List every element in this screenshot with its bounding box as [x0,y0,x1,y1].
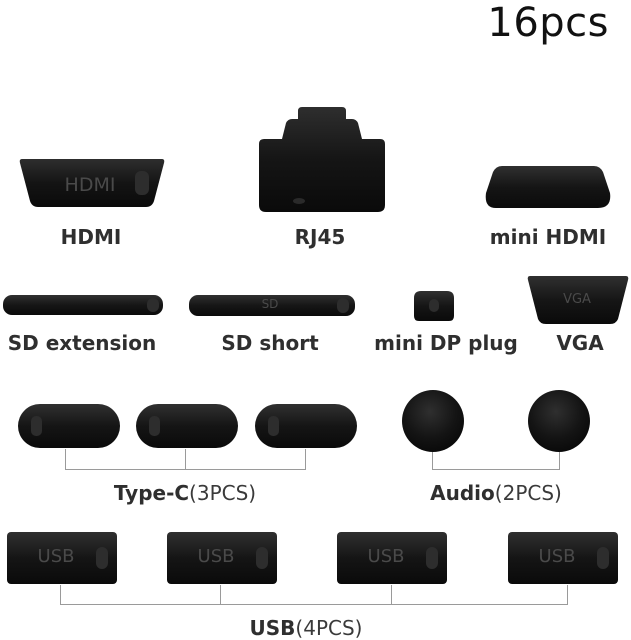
sd-short-plug-image [189,295,355,316]
usb-name: USB [249,616,296,640]
mini-dp-label: mini DP plug [374,331,518,355]
type-c-plug-1 [18,404,120,448]
hdmi-label: HDMI [60,225,122,249]
usb-bracket [60,585,568,605]
usb-quantity: (4PCS) [295,616,363,640]
rj45-plug-image [259,107,385,212]
usb-embossed-text-3: USB [367,546,405,567]
sd-extension-label: SD extension [7,331,157,355]
type-c-quantity: (3PCS) [189,481,257,505]
audio-label: Audio(2PCS) [430,481,562,505]
mini-hdmi-label: mini HDMI [489,225,607,249]
sd-extension-plug-image [3,295,163,315]
usb-plug-3 [337,532,447,584]
usb-embossed-text-2: USB [197,546,235,567]
usb-plug-4 [508,532,618,584]
type-c-label: Type-C(3PCS) [114,481,256,505]
usb-embossed-text-4: USB [538,546,576,567]
type-c-name: Type-C [113,481,190,505]
rj45-label: RJ45 [294,225,346,249]
usb-plug-1 [7,532,117,584]
vga-embossed-text: VGA [563,292,591,307]
type-c-plug-2 [136,404,238,448]
sd-short-embossed-text: SD [261,297,279,311]
hdmi-embossed-text: HDMI [64,174,116,196]
usb-bracket-stem-2 [220,585,221,605]
type-c-bracket-middle [185,449,186,470]
usb-label: USB(4PCS) [250,616,363,640]
audio-quantity: (2PCS) [494,481,562,505]
audio-plug-1 [402,390,464,452]
type-c-plug-3 [255,404,357,448]
mini-dp-plug-image [414,291,454,321]
vga-label: VGA [556,331,604,355]
usb-embossed-text-1: USB [37,546,75,567]
audio-name: Audio [430,481,495,505]
hdmi-plug-image [19,159,165,207]
audio-bracket [432,452,560,470]
vga-plug-image [527,276,629,324]
sd-short-label: SD short [221,331,319,355]
piece-count-title: 16pcs [487,0,609,46]
mini-hdmi-plug-image [485,166,611,208]
audio-plug-2 [528,390,590,452]
usb-bracket-stem-3 [391,585,392,605]
usb-plug-2 [167,532,277,584]
